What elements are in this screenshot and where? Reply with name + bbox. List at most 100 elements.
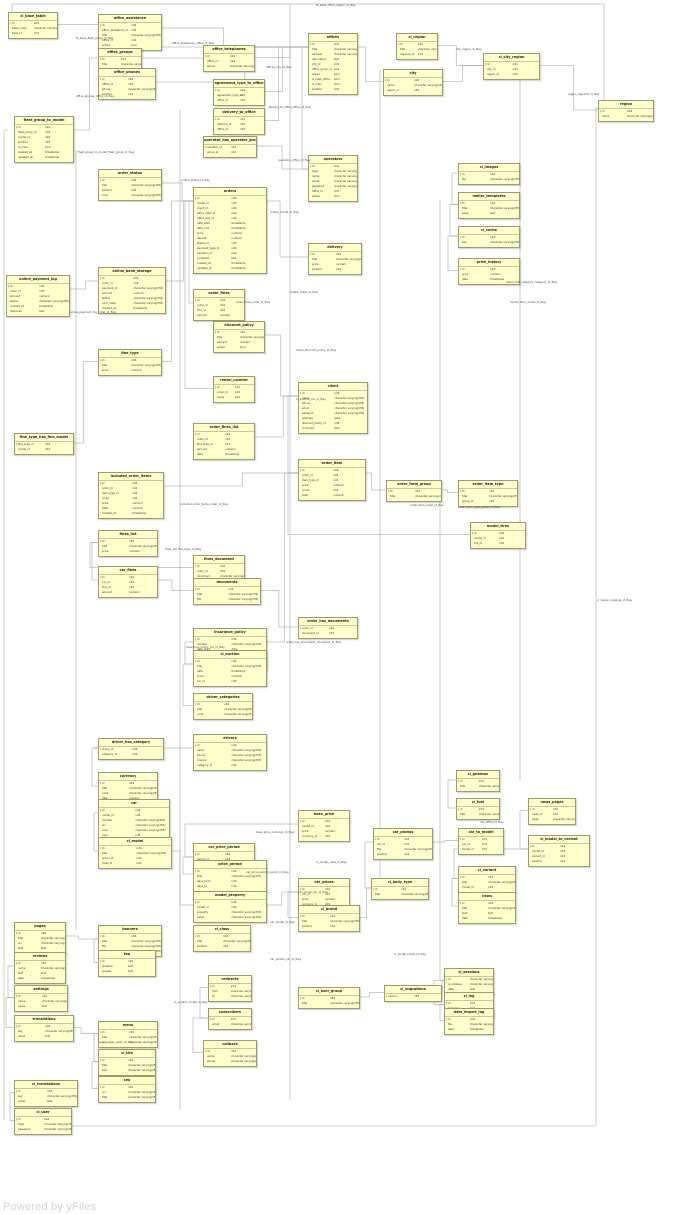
column-name: id (207, 1050, 210, 1053)
relationship-line (64, 935, 98, 940)
column-name: id (197, 660, 200, 663)
relationship-label: order_fines_order_id_fkey (236, 300, 271, 304)
column-name: from (212, 990, 219, 993)
column-type: int4 (128, 960, 134, 963)
column-name: id (102, 540, 105, 543)
relationship-label: fk_base_office_region_id_fkey (316, 3, 356, 7)
column-name: order_id (102, 487, 113, 490)
column-type: int4 (131, 29, 137, 32)
column-name: email (312, 180, 320, 183)
column-type: character varying(255) (334, 397, 365, 400)
table-title: ci_translations (15, 1081, 77, 1089)
column-name: days_from (197, 880, 211, 883)
table-title: ci_user_group (299, 988, 359, 996)
column-type: character varying(255) (133, 302, 164, 305)
column-name: code (102, 792, 109, 795)
column-type: character varying(255) (333, 170, 357, 173)
